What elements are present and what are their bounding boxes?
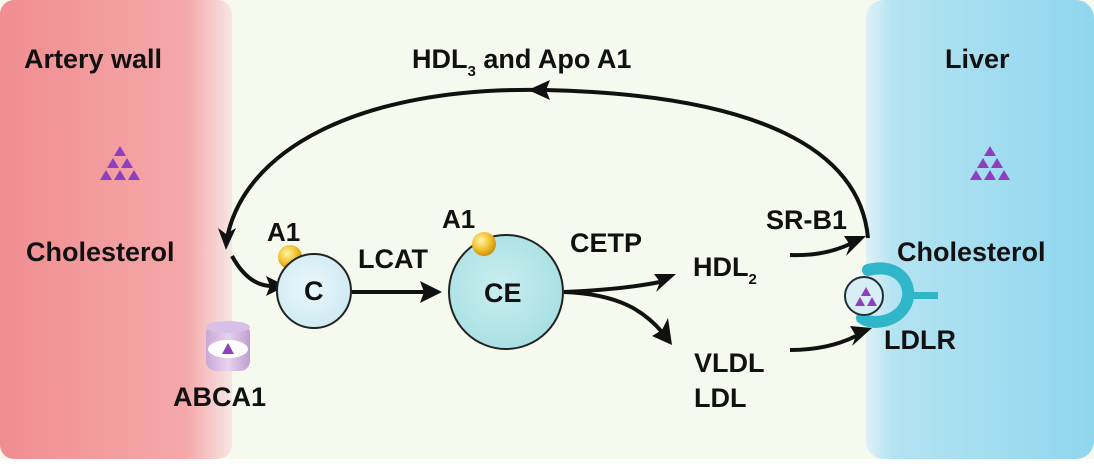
c-particle <box>276 253 352 329</box>
a1-mid-label: A1 <box>442 204 476 234</box>
hdl3-prefix: HDL <box>412 44 468 74</box>
apo-a1-mid-icon <box>472 232 496 256</box>
arc-arrowhead-left <box>218 228 236 250</box>
ldlr-label: LDLR <box>884 325 956 355</box>
hdl3-apoa1-label: HDL3 and Apo A1 <box>412 44 632 80</box>
abca1-label: ABCA1 <box>173 382 267 412</box>
abca1-transporter-icon <box>206 321 250 371</box>
srb1-label: SR-B1 <box>766 205 848 235</box>
cholesterol-triangles-left-icon <box>100 146 140 180</box>
vldl-label: VLDL <box>694 348 765 378</box>
hdl3-suffix: and Apo A1 <box>475 44 632 74</box>
a1-left-label: A1 <box>267 217 301 247</box>
artery-wall-panel <box>0 0 232 459</box>
liver-panel <box>866 0 1094 459</box>
cholesterol-right-label: Cholesterol <box>897 237 1046 267</box>
liver-title: Liver <box>945 44 1010 74</box>
cetp-arrow-to-vldl <box>563 290 664 334</box>
ldl-receptor-icon <box>844 262 938 328</box>
hdl2-subscript: 2 <box>748 271 757 288</box>
cetp-label: CETP <box>570 228 643 258</box>
ce-particle <box>448 234 564 350</box>
artery-wall-title: Artery wall <box>24 44 163 74</box>
arc-arrowhead-mid <box>528 80 550 100</box>
ldl-label: LDL <box>694 383 747 413</box>
ldlr-arrow <box>789 334 857 352</box>
lcat-label: LCAT <box>358 244 428 274</box>
hdl2-prefix: HDL <box>693 252 749 282</box>
hdl3-subscript: 3 <box>467 63 476 80</box>
efflux-arrow <box>230 255 273 288</box>
cholesterol-left-label: Cholesterol <box>26 237 175 267</box>
ce-particle-label: CE <box>484 278 522 308</box>
hdl2-label: HDL2 <box>693 252 757 288</box>
c-particle-label: C <box>304 276 324 306</box>
cholesterol-triangles-right-icon <box>970 146 1010 180</box>
srb1-arrow <box>789 242 851 258</box>
